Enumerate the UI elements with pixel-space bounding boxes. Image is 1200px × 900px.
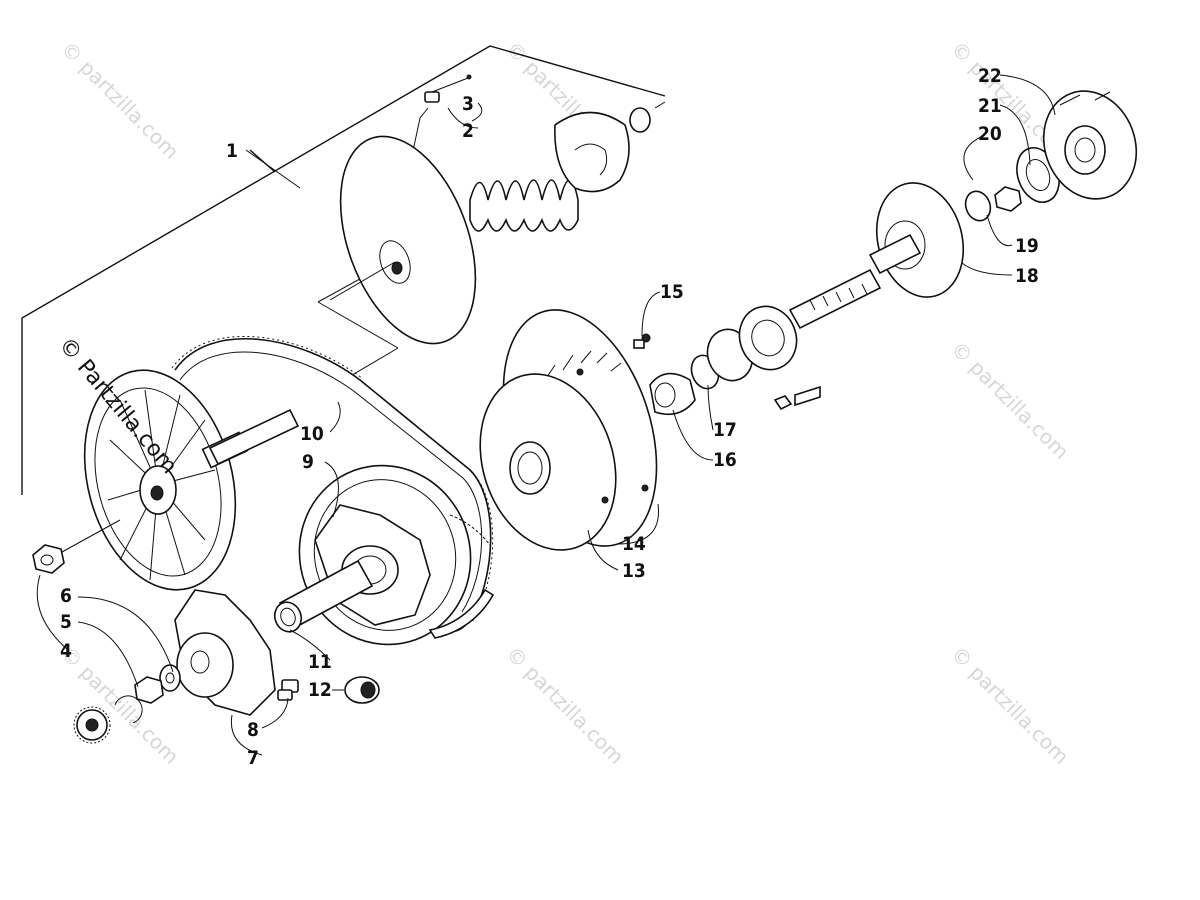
drive-sheave-movable: [329, 135, 477, 345]
watermark: © partzilla.com: [501, 642, 628, 769]
circlip: [114, 695, 143, 724]
callout-1: 1: [226, 140, 238, 162]
callout-7: 7: [247, 747, 259, 769]
watermark: © partzilla.com: [56, 37, 183, 164]
shaft-sleeve: [273, 559, 374, 633]
callout-14: 14: [622, 533, 646, 555]
callout-3: 3: [462, 93, 474, 115]
gear-washer: [73, 706, 111, 744]
ring: [964, 190, 992, 222]
washer-hole: [165, 672, 175, 684]
drive-spring: [469, 179, 579, 232]
callout-10: 10: [300, 423, 324, 445]
bolt-washer: [773, 385, 821, 411]
callouts: 1 2 3 4 5 6 7 8 9 10 11 12 13 14 15 16 1…: [60, 65, 1039, 769]
callout-21: 21: [978, 95, 1002, 117]
output-shaft: [788, 182, 965, 330]
callout-17: 17: [713, 419, 737, 441]
callout-6: 6: [60, 585, 72, 607]
screw-part: [424, 74, 472, 103]
shaft-axis-top: [654, 101, 666, 109]
clutch-drum: [1042, 90, 1138, 200]
callout-19: 19: [1015, 235, 1039, 257]
spacer-nut: [134, 676, 164, 704]
bushing: [344, 676, 380, 704]
callout-8: 8: [247, 719, 259, 741]
callout-4: 4: [60, 640, 72, 662]
snap-ring: [629, 107, 651, 133]
callout-16: 16: [713, 449, 737, 471]
cone-bushing: [649, 372, 696, 416]
bearing: [706, 305, 798, 382]
leader-lines: [36, 74, 1056, 756]
callout-18: 18: [1015, 265, 1039, 287]
watermark: © partzilla.com: [946, 642, 1073, 769]
callout-2: 2: [462, 120, 474, 142]
bolt: [633, 333, 651, 349]
spider-cap: [554, 111, 630, 193]
watermark: © partzilla.com: [946, 337, 1073, 464]
callout-13: 13: [622, 560, 646, 582]
spacer: [994, 186, 1022, 212]
nut: [32, 519, 121, 574]
callout-20: 20: [978, 123, 1002, 145]
callout-15: 15: [660, 281, 684, 303]
callout-12: 12: [308, 679, 332, 701]
callout-11: 11: [308, 651, 332, 673]
spider-assembly: [174, 589, 299, 716]
washer: [159, 664, 181, 692]
callout-9: 9: [302, 451, 314, 473]
driven-shaft: [208, 408, 300, 466]
watermark: © partzilla.com: [56, 642, 183, 769]
driven-clutch: [479, 309, 658, 551]
callout-5: 5: [60, 611, 72, 633]
callout-22: 22: [978, 65, 1002, 87]
